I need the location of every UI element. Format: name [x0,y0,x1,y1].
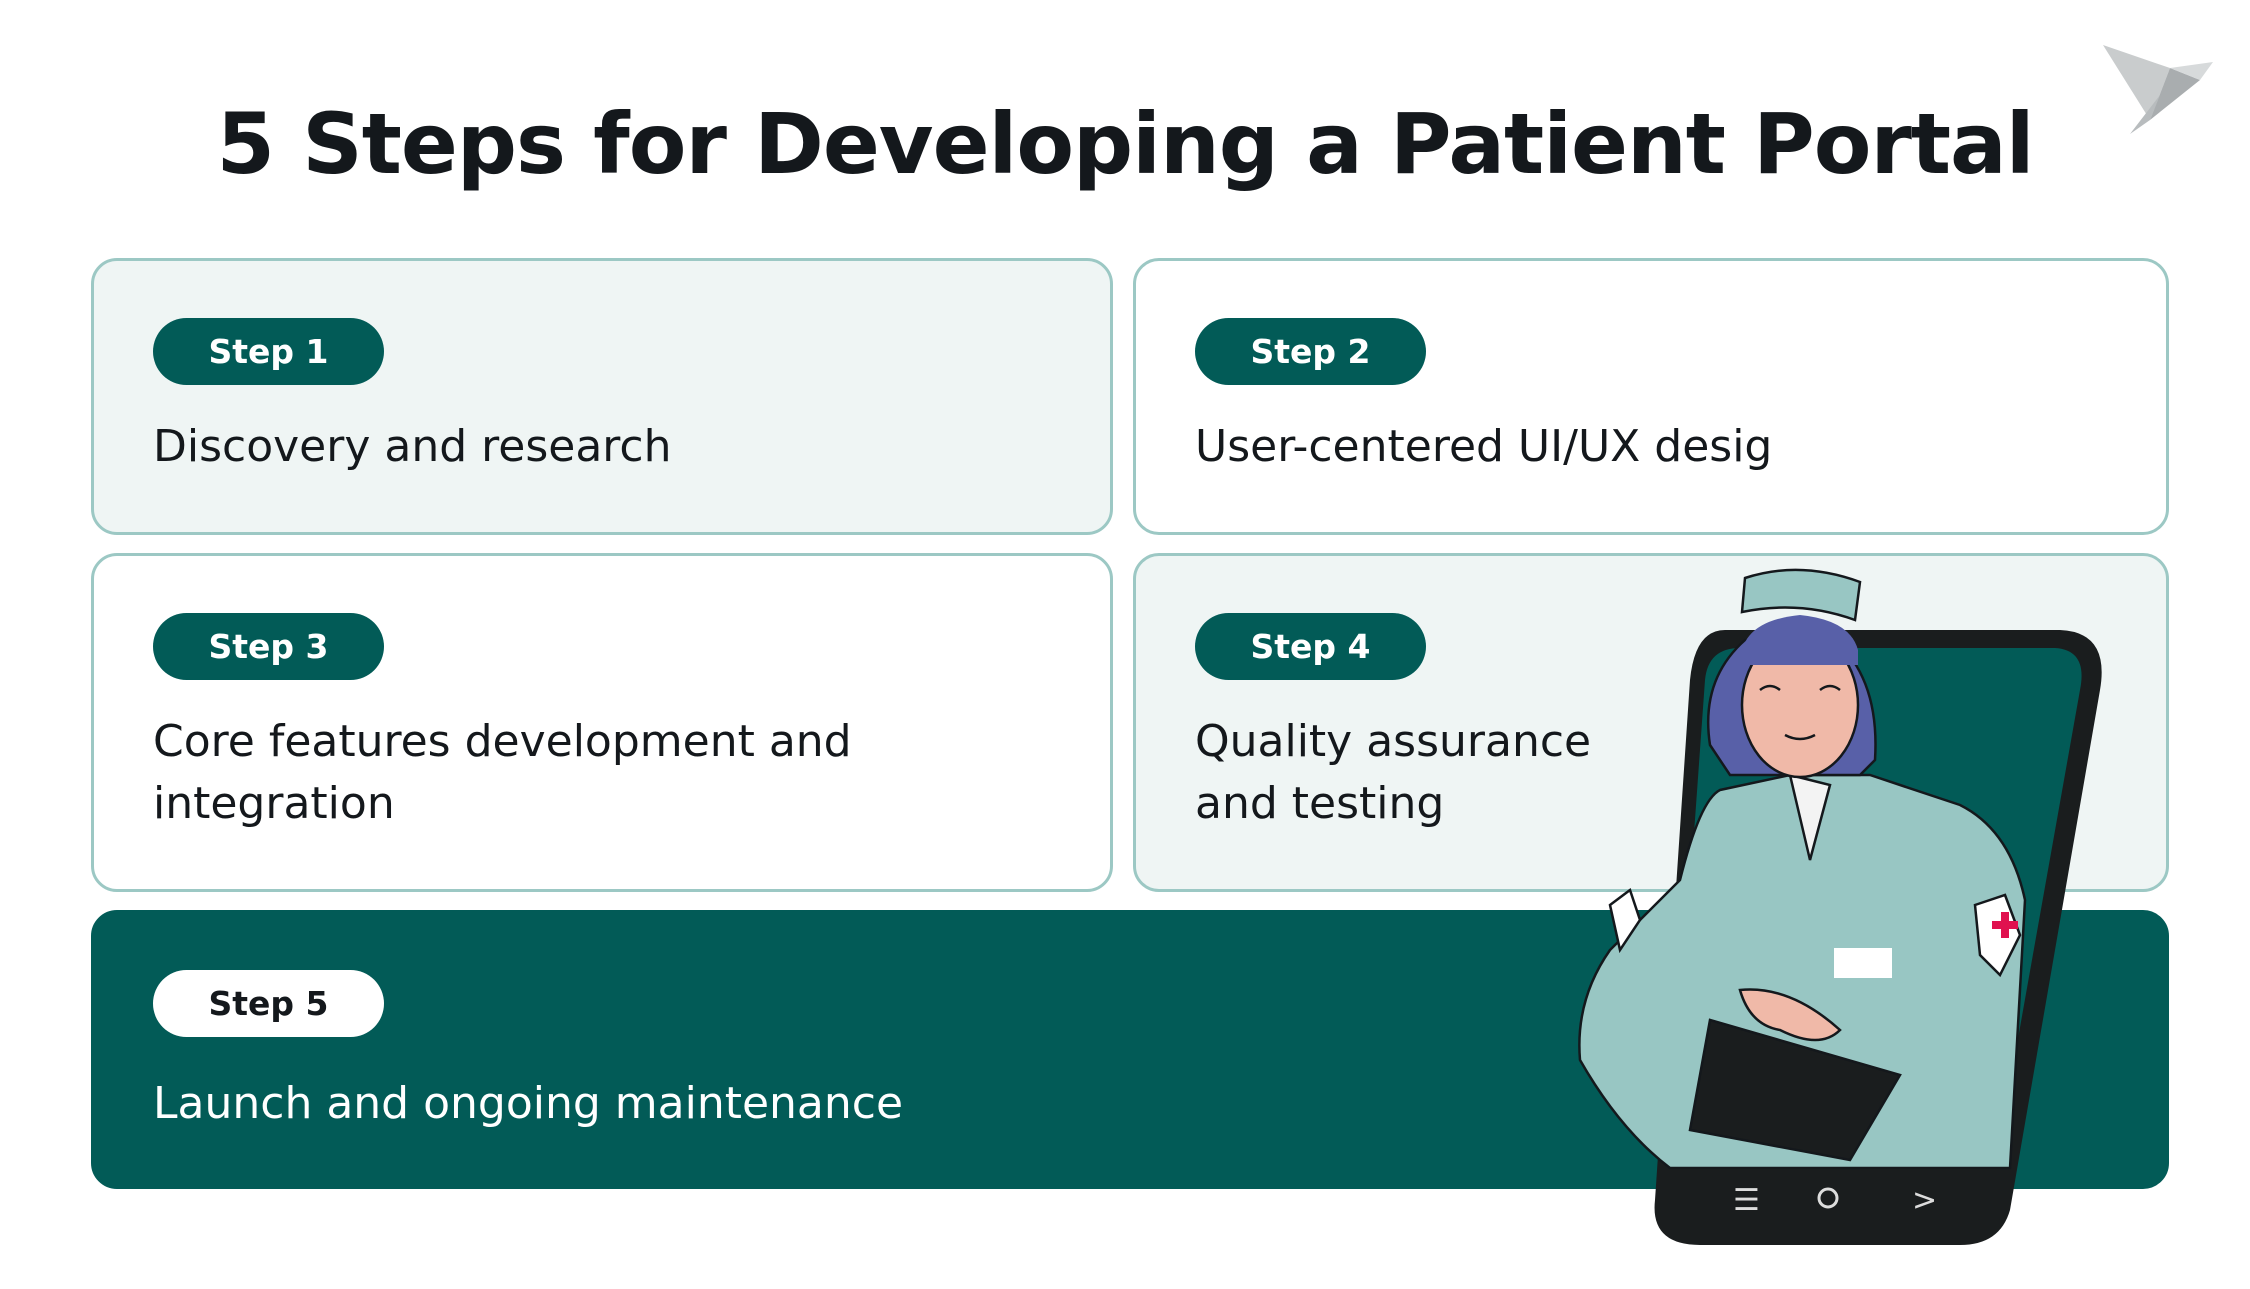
back-icon: > [1912,1183,1937,1218]
step-card-4: Step 4 Quality assurance and testing [1133,553,2169,892]
step-description: Quality assurance and testing [1195,716,1592,829]
step-card-1: Step 1 Discovery and research [91,258,1113,535]
step-badge: Step 1 [153,318,384,385]
home-icon [1817,1187,1839,1209]
step-badge: Step 2 [1195,318,1426,385]
page-title: 5 Steps for Developing a Patient Portal [216,95,2035,193]
bird-logo-icon [2103,45,2213,134]
step-badge: Step 4 [1195,613,1426,680]
step-badge: Step 5 [153,970,384,1037]
menu-icon: ☰ [1733,1183,1760,1218]
step-description: Core features development and integratio… [153,716,852,829]
name-badge [1834,948,1892,978]
nurse-illustration [1578,568,2027,1170]
step-card-3: Step 3 Core features development and int… [91,553,1113,892]
step-description: Discovery and research [153,421,672,472]
step-description: Launch and ongoing maintenance [153,1078,904,1129]
step-card-2: Step 2 User-centered UI/UX desig [1133,258,2169,535]
step-badge: Step 3 [153,613,384,680]
step-description: User-centered UI/UX desig [1195,421,1773,472]
